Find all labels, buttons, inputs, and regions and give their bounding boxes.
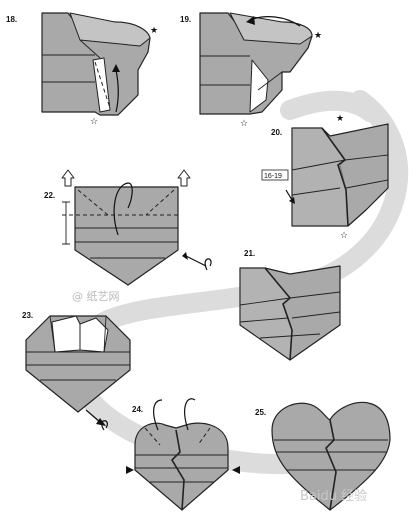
step-25: 25. (255, 401, 391, 511)
star-open: ☆ (340, 231, 348, 241)
star-open: ☆ (90, 117, 98, 127)
step-20-ref: 16-19 (264, 173, 282, 180)
step-22-label: 22. (44, 191, 55, 200)
step-21-label: 21. (244, 249, 255, 258)
star-filled: ★ (314, 31, 322, 41)
step-20: 20. ★ 16-19 ☆ (261, 114, 389, 241)
watermark-corner: Baidu 经验 (300, 488, 367, 504)
step-19-label: 19. (180, 15, 191, 24)
step-23-label: 23. (22, 311, 33, 320)
step-25-label: 25. (255, 408, 266, 417)
step-18-label: 18. (6, 15, 17, 24)
step-19: 19. ★ ☆ (180, 12, 322, 129)
star-open: ☆ (240, 119, 248, 129)
step-20-label: 20. (271, 128, 282, 137)
step-24: 24. (126, 398, 240, 511)
step-24-label: 24. (132, 405, 143, 414)
star-filled: ★ (336, 114, 344, 124)
step-22: 22. (44, 169, 212, 286)
watermark-center: @ 纸艺网 (72, 290, 120, 303)
star-filled: ★ (150, 26, 158, 36)
step-21: 21. (239, 249, 341, 361)
step-23: 23. (22, 311, 131, 431)
step-18: 18. ★ ☆ (6, 12, 158, 127)
